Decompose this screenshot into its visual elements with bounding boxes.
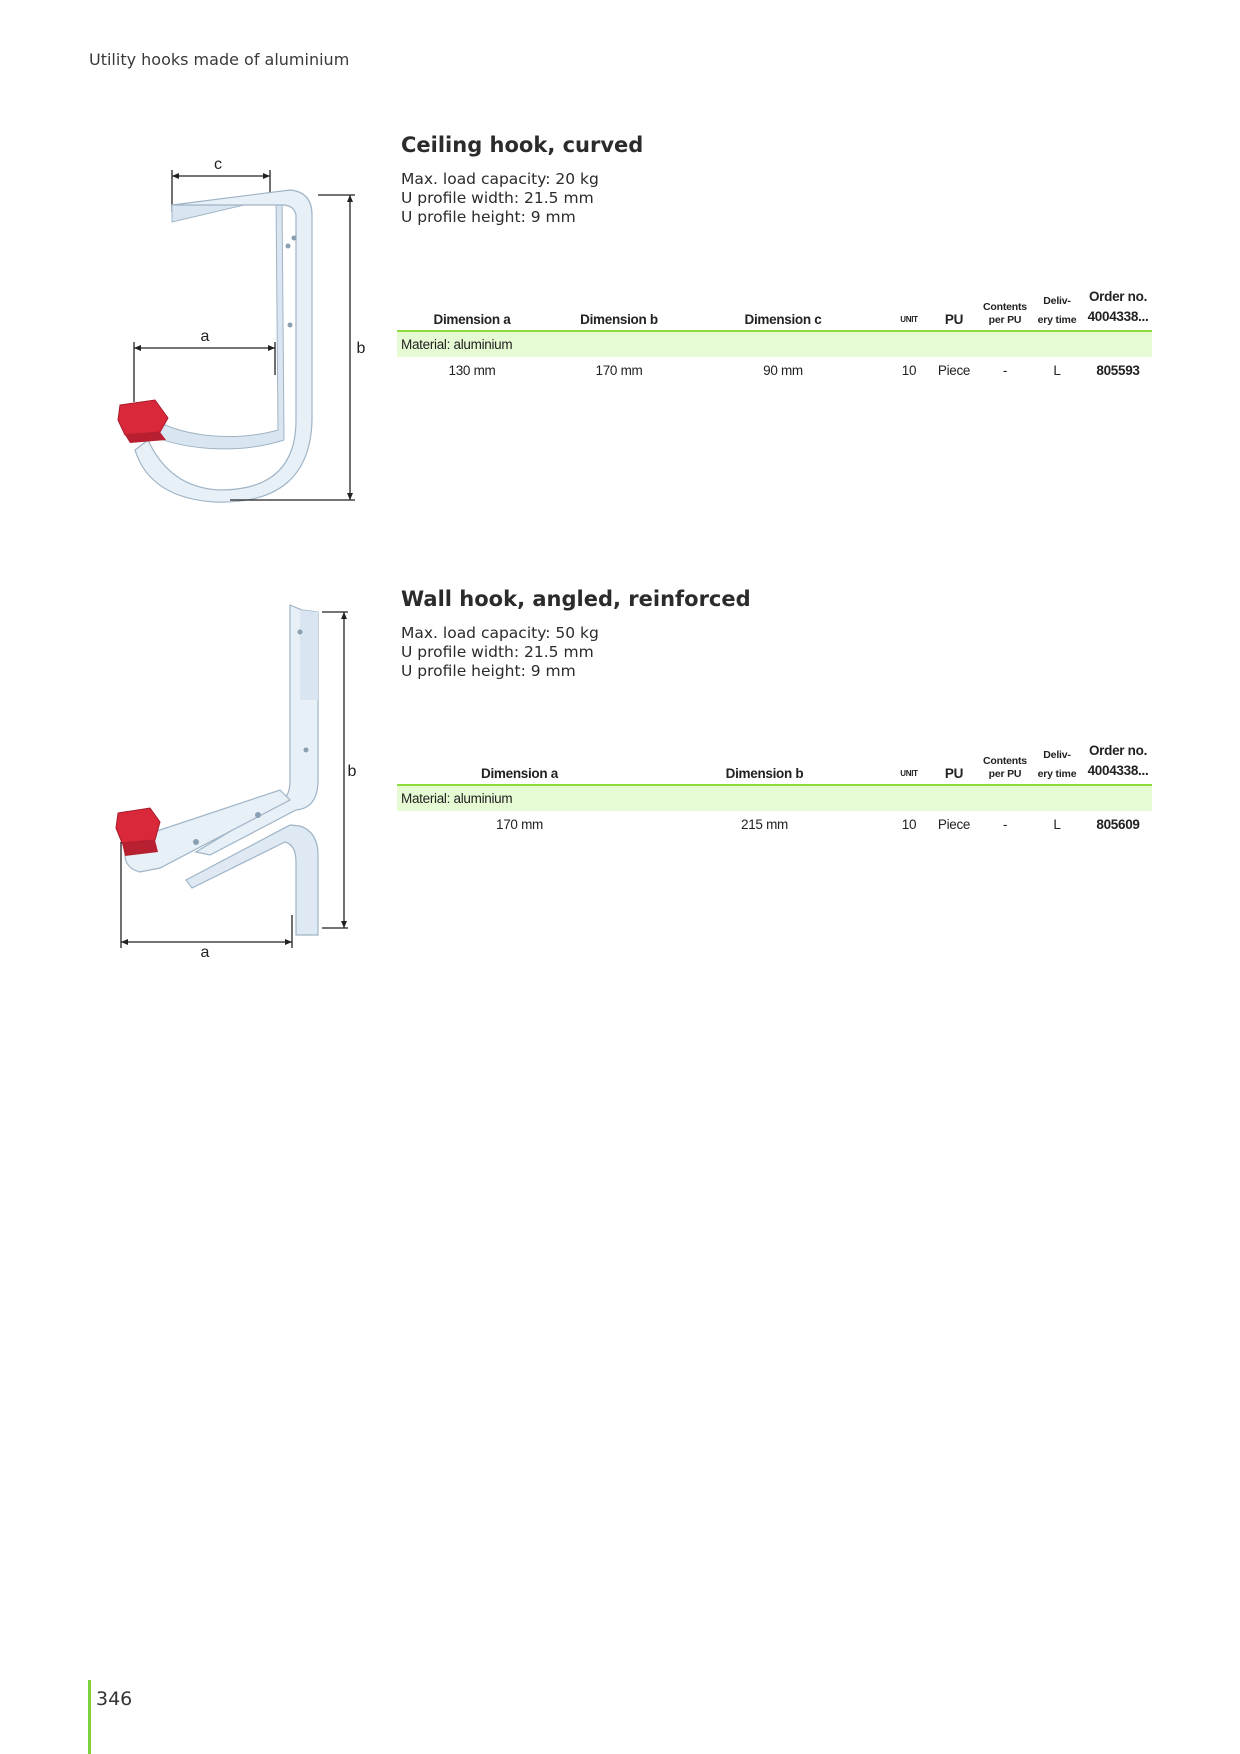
product-specs: Max. load capacity: 20 kg U profile widt…	[401, 170, 599, 227]
wall-hook-figure: a b	[115, 604, 357, 961]
cell-dimension-b: 170 mm	[595, 363, 643, 378]
cell-dimension-c: 90 mm	[763, 363, 803, 378]
cell-unit: 10	[901, 817, 917, 832]
th-unit: UNIT	[900, 769, 918, 778]
th-dimension-c: Dimension c	[744, 312, 822, 327]
spec-height: U profile height: 9 mm	[401, 208, 576, 226]
th-order-no: Order no.4004338...	[1087, 743, 1149, 778]
product-table: Dimension a Dimension b UNIT PU Contents…	[397, 740, 1152, 841]
spec-height: U profile height: 9 mm	[401, 662, 576, 680]
ceiling-hook-figure: c a b	[117, 156, 366, 503]
material-row: Material: aluminium	[397, 332, 1152, 357]
spec-load: Max. load capacity: 50 kg	[401, 624, 599, 642]
dim-label-c: c	[214, 156, 222, 173]
table-row: 170 mm 215 mm 10 Piece - L 805609	[397, 811, 1152, 841]
cell-dimension-a: 170 mm	[496, 817, 543, 832]
spec-width: U profile width: 21.5 mm	[401, 643, 594, 661]
product-table: Dimension a Dimension b Dimension c UNIT…	[397, 286, 1152, 387]
cell-contents: -	[1002, 363, 1008, 378]
dim-label-a: a	[201, 328, 210, 345]
th-delivery-time: Deliv-ery time	[1037, 295, 1077, 326]
th-pu: PU	[944, 766, 964, 781]
table-header: Dimension a Dimension b Dimension c UNIT…	[397, 286, 1152, 332]
material-row: Material: aluminium	[397, 786, 1152, 811]
product-title: Ceiling hook, curved	[401, 133, 644, 157]
dim-label-b: b	[357, 340, 366, 357]
th-dimension-a: Dimension a	[433, 312, 511, 327]
dim-label-b: b	[348, 763, 357, 780]
spec-load: Max. load capacity: 20 kg	[401, 170, 599, 188]
th-dimension-b: Dimension b	[580, 312, 658, 327]
th-delivery-time: Deliv-ery time	[1037, 749, 1077, 780]
product-title: Wall hook, angled, reinforced	[401, 587, 751, 611]
cell-contents: -	[1002, 817, 1008, 832]
cell-dimension-a: 130 mm	[448, 363, 496, 378]
cell-pu: Piece	[937, 817, 971, 832]
cell-dimension-b: 215 mm	[741, 817, 788, 832]
th-pu: PU	[944, 312, 964, 327]
product-specs: Max. load capacity: 50 kg U profile widt…	[401, 624, 599, 681]
table-row: 130 mm 170 mm 90 mm 10 Piece - L 805593	[397, 357, 1152, 387]
th-dimension-b: Dimension b	[725, 766, 804, 781]
th-dimension-a: Dimension a	[481, 766, 558, 781]
table-header: Dimension a Dimension b UNIT PU Contents…	[397, 740, 1152, 786]
running-head: Utility hooks made of aluminium	[89, 50, 350, 69]
page-number-bar	[88, 1680, 91, 1754]
spec-width: U profile width: 21.5 mm	[401, 189, 594, 207]
cell-order-no: 805593	[1096, 363, 1140, 378]
cell-delivery: L	[1053, 817, 1061, 832]
th-order-no: Order no.4004338...	[1087, 289, 1149, 324]
dim-label-a: a	[201, 944, 210, 961]
cell-order-no: 805609	[1096, 817, 1140, 832]
page-number: 346	[96, 1688, 133, 1710]
cell-delivery: L	[1053, 363, 1061, 378]
cell-pu: Piece	[937, 363, 971, 378]
th-unit: UNIT	[900, 315, 918, 324]
cell-unit: 10	[901, 363, 917, 378]
